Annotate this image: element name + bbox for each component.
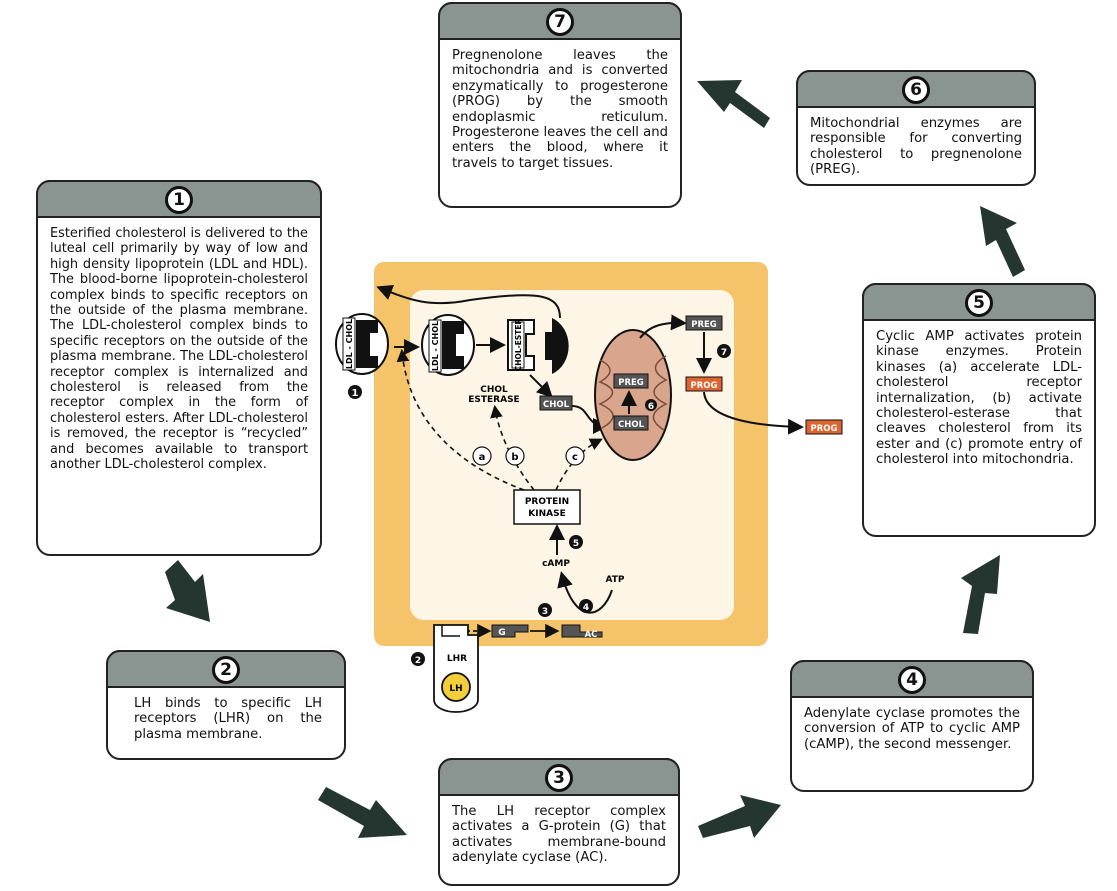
step-text: Mitochondrial enzymes are responsible fo… xyxy=(810,116,1022,178)
ldl-receptor-membrane: LDL - CHOL xyxy=(335,313,389,375)
protein-kinase-label-2: KINASE xyxy=(528,509,565,519)
step-header: 5 xyxy=(862,283,1096,321)
step5-marker xyxy=(569,535,583,549)
chol-ester-label: CHOL-ESTER xyxy=(514,318,523,371)
g-protein xyxy=(491,624,529,638)
lh-hormone xyxy=(441,672,471,702)
step-header: 7 xyxy=(438,2,682,40)
mito-chol-box xyxy=(613,415,649,431)
step-header: 4 xyxy=(790,660,1034,698)
ldl-receptor-internal: LDL - CHOL xyxy=(421,314,475,376)
camp-label: cAMP xyxy=(542,559,570,569)
g-label: G xyxy=(498,628,505,638)
lhr-label: LHR xyxy=(447,654,467,664)
step-header: 1 xyxy=(36,180,322,218)
mitochondrion: PREG CHOL 6 xyxy=(594,329,672,461)
step3-marker xyxy=(538,603,552,617)
mito-chol-label: CHOL xyxy=(618,420,645,430)
step-text: The LH receptor complex activates a G-pr… xyxy=(452,804,666,866)
step-number: 2 xyxy=(212,656,240,684)
step4-marker xyxy=(579,599,593,613)
arrow-4-to-5 xyxy=(961,555,1000,634)
protein-kinase-label-1: PROTEIN xyxy=(525,497,569,507)
lh-label: LH xyxy=(449,684,462,694)
step1-marker-label: 1 xyxy=(352,388,359,399)
path-c-marker xyxy=(565,446,585,466)
arrow-5-to-6 xyxy=(980,206,1025,277)
prog-box-outer xyxy=(805,419,843,435)
arrow-6-to-7 xyxy=(697,80,770,128)
chol-box-label: CHOL xyxy=(543,400,570,410)
step2-marker-label: 2 xyxy=(415,656,421,666)
step-number: 4 xyxy=(898,666,926,694)
step5-marker-label: 5 xyxy=(573,539,579,549)
lh-receptor: LHR LH xyxy=(433,624,479,713)
step-number: 6 xyxy=(902,76,930,104)
step6-marker-label: 6 xyxy=(648,402,654,412)
chol-ester-complex: CHOL-ESTER xyxy=(507,318,569,374)
arrow-3-to-4 xyxy=(698,795,781,838)
step3-marker-label: 3 xyxy=(542,607,548,617)
step-box-3: 3 The LH receptor complex activates a G-… xyxy=(438,758,680,886)
step-box-6: 6 Mitochondrial enzymes are responsible … xyxy=(796,70,1036,186)
step6-marker xyxy=(645,399,657,411)
path-b-label: b xyxy=(511,452,518,463)
step-number: 7 xyxy=(546,8,574,36)
step-text: Cyclic AMP activates protein kinase enzy… xyxy=(876,329,1082,468)
step-text: Pregnenolone leaves the mitochondria and… xyxy=(452,48,668,171)
step-header: 6 xyxy=(796,70,1036,108)
path-b-marker xyxy=(505,446,525,466)
path-a-marker xyxy=(472,446,492,466)
path-c-label: c xyxy=(572,452,578,463)
chol-esterase-label-2: ESTERASE xyxy=(468,395,519,405)
mito-preg-label: PREG xyxy=(618,378,644,388)
atp-label: ATP xyxy=(605,575,624,585)
step-box-1: 1 Esterified cholesterol is delivered to… xyxy=(36,180,322,556)
arrow-1-to-2 xyxy=(165,560,210,622)
prog-box-inner xyxy=(685,376,723,392)
step-box-5: 5 Cyclic AMP activates protein kinase en… xyxy=(862,283,1096,537)
arrow-2-to-3 xyxy=(318,787,407,838)
path-a-label: a xyxy=(479,452,486,463)
recycle-arrow xyxy=(376,285,561,319)
ldl-chol-label-2: LDL - CHOL xyxy=(431,321,440,371)
step-header: 2 xyxy=(106,650,346,688)
step-number: 5 xyxy=(965,289,993,317)
step-number: 3 xyxy=(545,764,573,792)
chol-esterase-label-1: CHOL xyxy=(480,385,508,395)
step4-marker-label: 4 xyxy=(583,603,589,613)
step-text: LH binds to specific LH receptors (LHR) … xyxy=(134,696,322,742)
step-box-4: 4 Adenylate cyclase promotes the convers… xyxy=(790,660,1034,792)
step-box-7: 7 Pregnenolone leaves the mitochondria a… xyxy=(438,2,682,208)
step-header: 3 xyxy=(438,758,680,796)
ac-enzyme xyxy=(561,624,603,638)
flow-arrows xyxy=(165,80,1025,838)
step2-marker xyxy=(411,652,425,666)
preg-label: PREG xyxy=(691,320,717,330)
step-text: Adenylate cyclase promotes the conversio… xyxy=(804,706,1020,752)
protein-kinase-box xyxy=(513,489,581,525)
step1-marker xyxy=(348,385,362,399)
step-number: 1 xyxy=(165,186,193,214)
prog-label-inner: PROG xyxy=(691,381,718,391)
ldl-chol-label-1: LDL - CHOL xyxy=(345,319,354,369)
prog-label-outer: PROG xyxy=(811,424,838,434)
step7-marker-label: 7 xyxy=(721,348,727,358)
ac-label: AC xyxy=(585,630,598,640)
step-box-2: 2 LH binds to specific LH receptors (LHR… xyxy=(106,650,346,760)
mito-preg-box xyxy=(613,373,649,389)
chol-box xyxy=(539,395,573,411)
step7-marker xyxy=(717,344,731,358)
preg-box xyxy=(685,315,723,331)
step-text: Esterified cholesterol is delivered to t… xyxy=(50,226,308,473)
